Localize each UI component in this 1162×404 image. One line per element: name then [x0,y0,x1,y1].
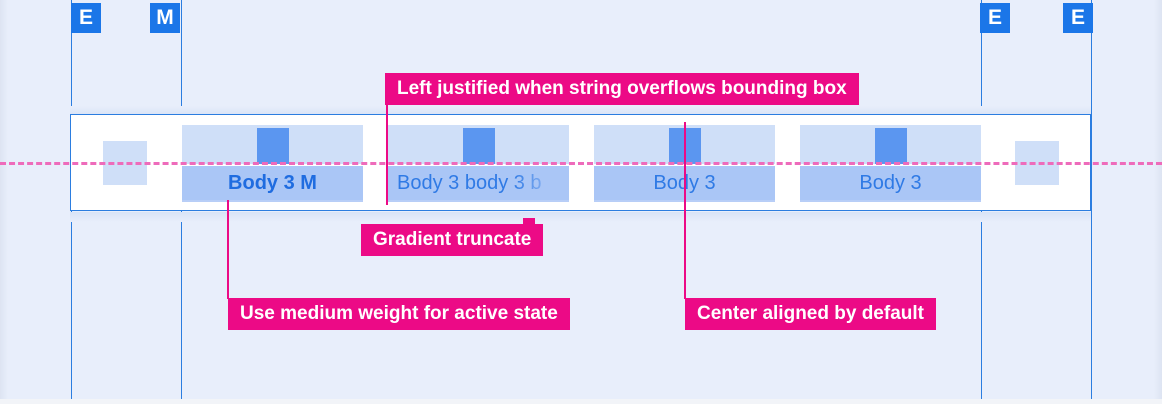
tab-1-label-band [182,166,363,200]
leader-line-overflow-note [386,105,388,205]
horizontal-center-dashed-guide [0,162,1162,165]
tab-4-underline [800,200,981,202]
card-bottom-glow [70,212,1091,222]
tab-4-label: Body 3 [859,172,922,194]
background-left-edge-shadow [0,0,8,399]
guide-badge-e-right: E [980,3,1010,33]
background-bottom-strip [0,399,1162,404]
background-right-edge-shadow [1154,0,1162,399]
leader-line-weight-note [227,200,229,299]
tab-2-label: Body 3 body 3 b [397,172,542,194]
tab-4-label-band [800,166,981,200]
vertical-guide-line-right-edge [1091,0,1092,399]
guide-badge-e-far-right: E [1063,3,1093,33]
annotation-gradient-note-notch [523,218,536,225]
tab-4-square-icon [874,128,907,164]
annotation-align-note: Center aligned by default [685,298,936,330]
tab-item-4[interactable]: Body 3 [800,125,981,202]
guide-badge-e-left: E [71,3,101,33]
annotation-weight-note: Use medium weight for active state [228,298,570,330]
annotation-overflow-note: Left justified when string overflows bou… [385,73,859,105]
tab-1-underline [182,200,363,202]
tab-2-square-icon [462,128,495,164]
card-top-glow [70,106,1091,114]
tab-1-square-icon [256,128,289,164]
annotation-gradient-note: Gradient truncate [361,218,544,256]
leader-line-align-note [684,122,686,299]
tab-1-label: Body 3 M [228,172,317,194]
tab-2-underline [388,200,569,202]
guide-badge-m-left: M [150,3,180,33]
tab-item-1[interactable]: Body 3 M [182,125,363,202]
